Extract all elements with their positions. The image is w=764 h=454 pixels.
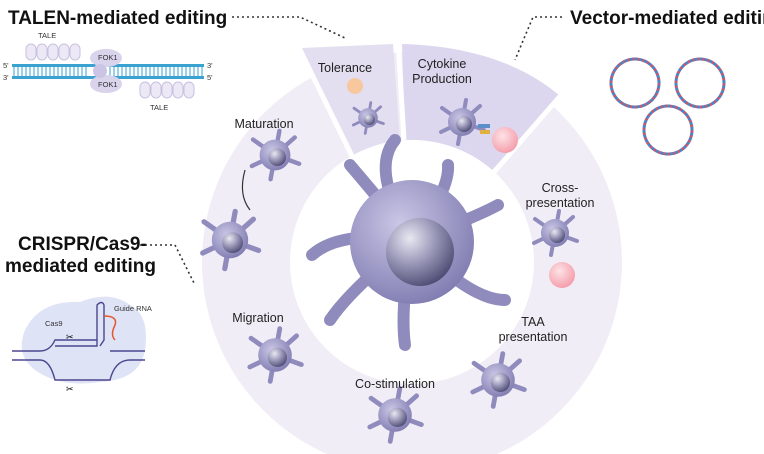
tale-top-label: TALE: [38, 31, 56, 40]
cross-presentation-cell-icon: [532, 209, 579, 288]
label-maturation: Maturation: [234, 117, 293, 131]
heading-vector: Vector-mediated editing: [570, 8, 764, 29]
central-dendritic-cell: [306, 134, 511, 351]
cas9-label: Cas9: [45, 319, 63, 328]
label-cytokine-1: Cytokine: [418, 57, 467, 71]
guide-rna-label: Guide RNA: [114, 304, 152, 313]
fok1-bottom-label: FOK1: [98, 80, 118, 89]
fok1-top-label: FOK1: [98, 53, 118, 62]
label-costimulation: Co-stimulation: [355, 377, 435, 391]
five-prime-left: 5': [3, 61, 9, 70]
label-cross-2: presentation: [526, 196, 595, 210]
label-migration: Migration: [232, 311, 283, 325]
heading-talen: TALEN-mediated editing: [8, 8, 227, 29]
crispr-cas9-diagram: Cas9 Guide RNA ✂ ✂: [12, 296, 152, 394]
tolerance-sector: [302, 44, 400, 156]
three-prime-right: 3': [207, 61, 213, 70]
tale-bottom-label: TALE: [150, 103, 168, 112]
cytokine-cell-icon: [439, 98, 518, 153]
five-prime-right: 5': [207, 73, 213, 82]
three-prime-left: 3': [3, 73, 9, 82]
tolerance-cell-icon: [347, 78, 385, 135]
label-taa-1: TAA: [521, 315, 545, 329]
plasmid-vectors-icon: [609, 57, 726, 156]
scissors-icon: ✂: [66, 384, 74, 394]
label-cross-1: Cross-: [542, 181, 579, 195]
maturation-arrow-icon: [241, 169, 251, 211]
label-tolerance: Tolerance: [318, 61, 372, 75]
scissors-icon: ✂: [66, 332, 74, 342]
heading-crispr-2: mediated editing: [5, 256, 156, 277]
label-cytokine-2: Production: [412, 72, 472, 86]
label-taa-2: presentation: [499, 330, 568, 344]
talen-dna-diagram: TALE TALE FOK1 FOK1 5' 3' 3' 5': [3, 31, 213, 112]
heading-crispr-1: CRISPR/Cas9-: [18, 234, 147, 255]
